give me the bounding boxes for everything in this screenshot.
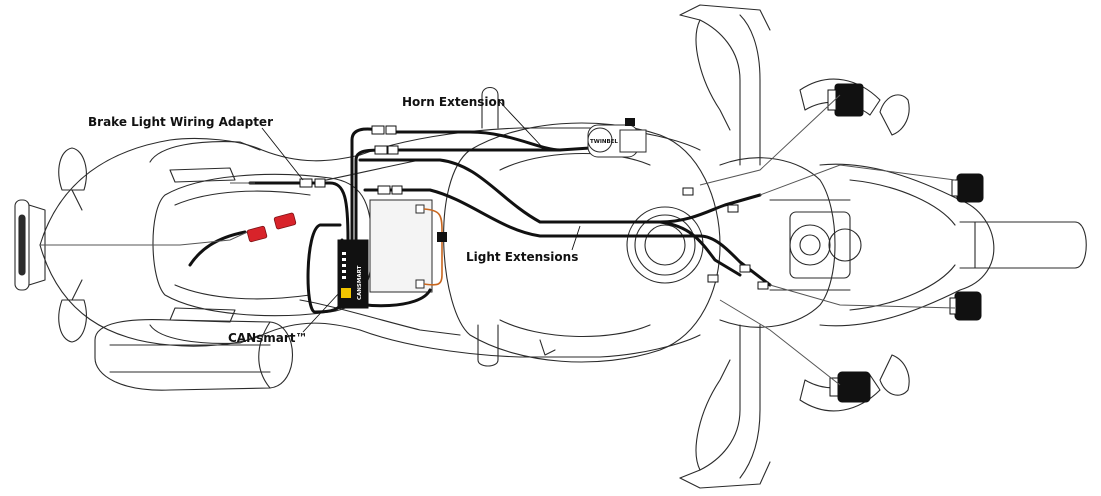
cansmart-module: CANSMART	[337, 239, 369, 309]
leader-cansmart	[302, 291, 341, 333]
label-cansmart: CANsmart™	[228, 331, 308, 345]
aux-light-bottom-right	[949, 291, 982, 321]
horn: TWINBEL	[587, 118, 647, 158]
label-brake-light-adapter: Brake Light Wiring Adapter	[88, 115, 273, 129]
brake-light-red-connectors	[246, 212, 297, 243]
leader-light-extensions	[571, 225, 581, 251]
aux-light-top-right	[951, 173, 984, 203]
cansmart-brand-text: CANSMART	[357, 265, 363, 300]
harness-connectors	[299, 125, 769, 290]
aux-light-bottom-left	[829, 371, 871, 403]
horn-brand-text: TWINBEL	[590, 139, 618, 145]
thin-wires	[40, 94, 956, 386]
motorcycle-outline	[14, 4, 1087, 489]
battery	[369, 199, 447, 293]
aux-light-top-left	[827, 83, 864, 117]
label-horn-extension: Horn Extension	[402, 95, 505, 109]
callout-leaders	[261, 101, 581, 333]
label-light-extensions: Light Extensions	[466, 250, 578, 264]
leader-brake-adapter	[261, 127, 304, 181]
leader-horn-extension	[499, 101, 546, 151]
